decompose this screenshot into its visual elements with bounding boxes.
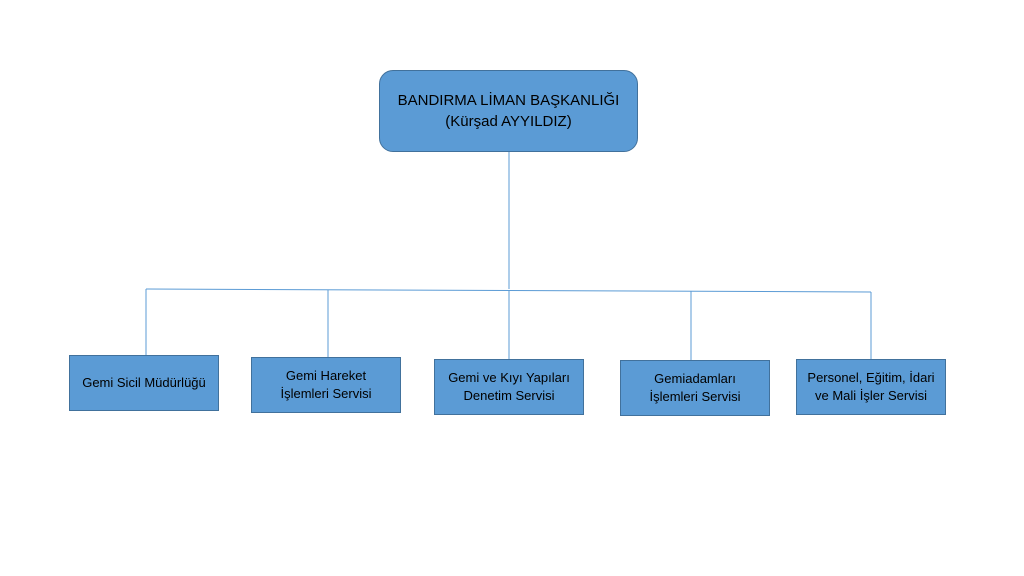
child-node-gemiadamlari: Gemiadamları İşlemleri Servisi	[620, 360, 770, 416]
child-node-line1: Gemi Hareket	[285, 368, 367, 383]
root-node-liman-baskanligi: BANDIRMA LİMAN BAŞKANLIĞI (Kürşad AYYILD…	[379, 70, 638, 152]
root-node-subtitle: (Kürşad AYYILDIZ)	[445, 113, 572, 130]
child-node-personel-egitim: Personel, Eğitim, İdari ve Mali İşler Se…	[796, 359, 946, 415]
child-node-line2: İşlemleri Servisi	[280, 386, 372, 401]
child-node-gemi-hareket: Gemi Hareket İşlemleri Servisi	[251, 357, 401, 413]
child-node-line1: Personel, Eğitim, İdari	[807, 370, 935, 385]
root-node-title: BANDIRMA LİMAN BAŞKANLIĞI	[397, 92, 620, 109]
child-node-line2: İşlemleri Servisi	[649, 389, 741, 404]
child-node-gemi-sicil: Gemi Sicil Müdürlüğü	[69, 355, 219, 411]
child-node-line2: Denetim Servisi	[463, 388, 555, 403]
child-node-line1: Gemi ve Kıyı Yapıları	[448, 370, 570, 385]
child-node-line1: Gemiadamları	[654, 371, 736, 386]
child-node-kiyi-yapilari: Gemi ve Kıyı Yapıları Denetim Servisi	[434, 359, 584, 415]
child-node-line1: Gemi Sicil Müdürlüğü	[82, 375, 206, 390]
child-node-line2: ve Mali İşler Servisi	[815, 388, 927, 403]
